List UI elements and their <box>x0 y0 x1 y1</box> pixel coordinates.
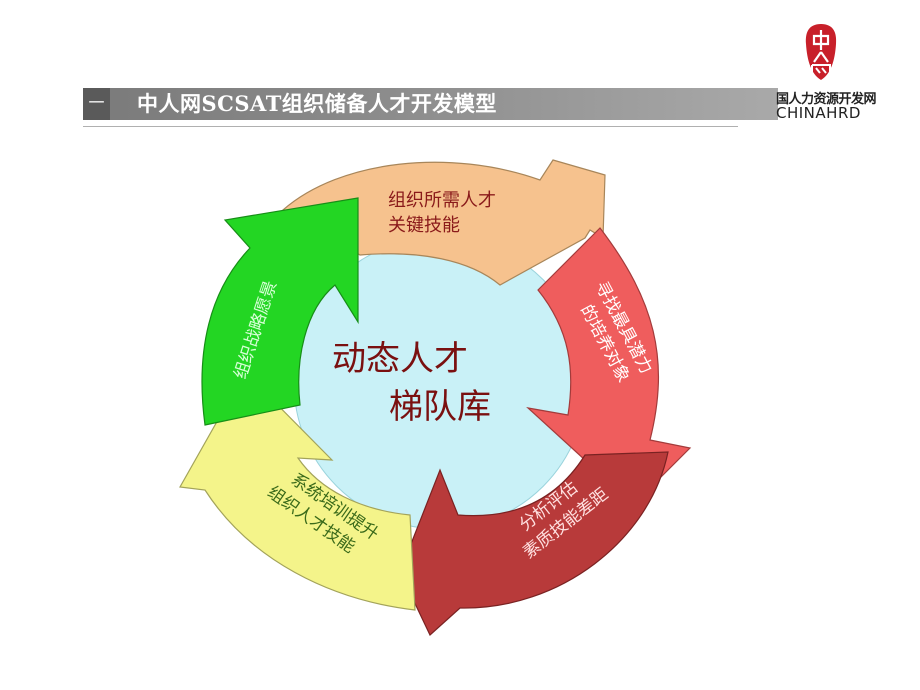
cycle-arrow-gap-analysis <box>399 451 669 636</box>
cycle-arrow-skills <box>281 159 606 286</box>
page-title: 中人网SCSAT组织储备人才开发模型 <box>137 91 497 116</box>
title-underline <box>83 126 738 127</box>
step-skills-line2: 关键技能 <box>388 215 460 236</box>
center-label-line1: 动态人才 <box>332 339 468 379</box>
logo-text-cn: 国人力资源开发网 <box>776 92 877 107</box>
section-marker: 一 <box>83 88 110 120</box>
cycle-arrow-candidates <box>526 227 692 499</box>
logo-text-en: CHINAHRD <box>776 104 861 122</box>
center-label-line2: 梯队库 <box>389 387 491 427</box>
cycle-arrow-training <box>179 371 416 611</box>
title-bar <box>83 88 778 120</box>
step-skills-line1: 组织所需人才 <box>388 190 496 211</box>
cycle-arrow-strategy <box>201 197 359 426</box>
logo-seal-icon <box>805 24 837 80</box>
